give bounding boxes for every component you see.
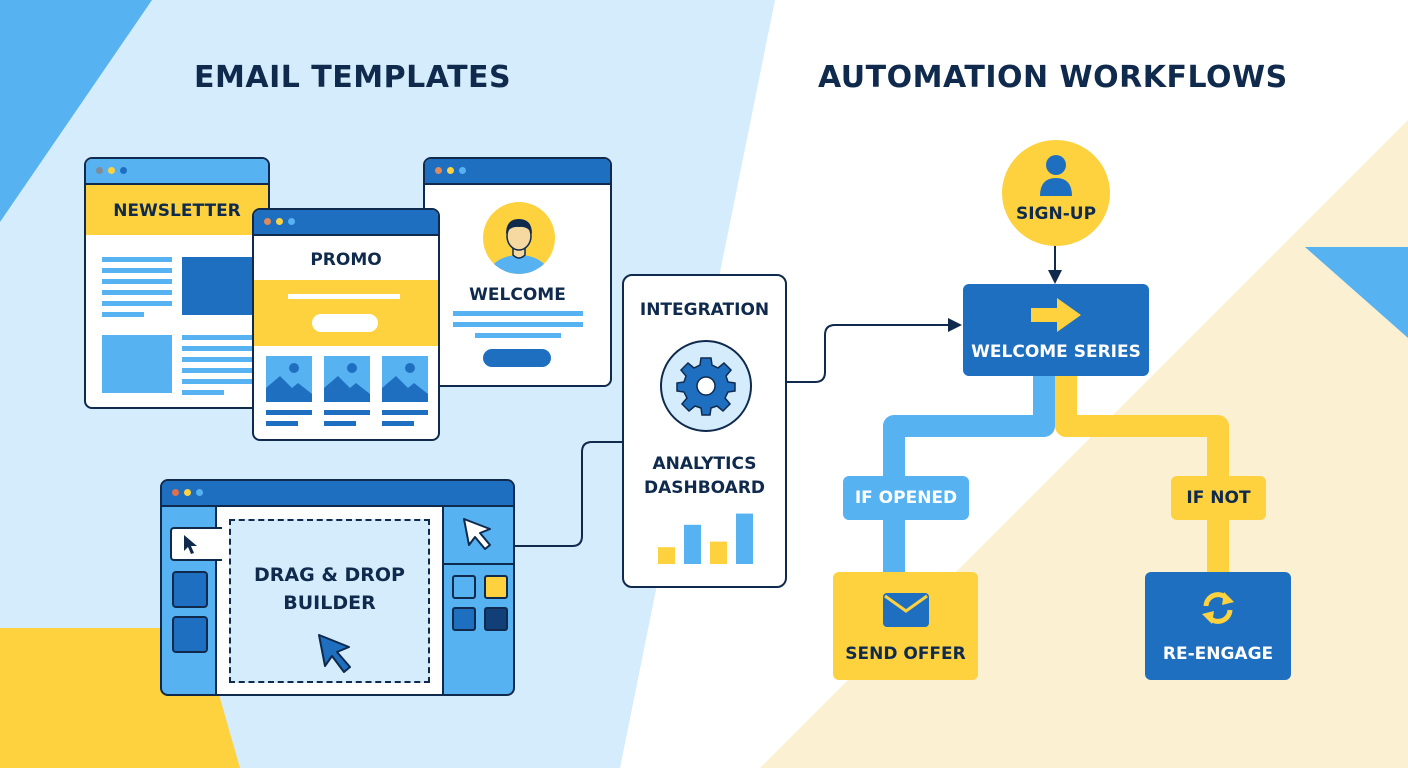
color-swatch-light-blue[interactable] — [452, 575, 476, 599]
welcome-series-node[interactable]: WELCOME SERIES — [963, 284, 1149, 376]
pointer-icon — [184, 535, 197, 554]
image-block — [182, 257, 262, 315]
if-opened-condition[interactable]: IF OPENED — [843, 476, 969, 520]
window-dot-icon — [276, 218, 283, 225]
text-line — [182, 379, 262, 384]
text-line — [102, 257, 172, 262]
promo-banner — [254, 280, 438, 346]
right-blue-triangle — [1305, 247, 1408, 338]
welcome-template-window[interactable]: WELCOME — [423, 157, 612, 387]
integration-label: INTEGRATION — [639, 300, 770, 320]
text-line — [182, 335, 262, 340]
image-placeholder-icon — [266, 356, 312, 426]
newsletter-label: NEWSLETTER — [113, 201, 241, 221]
builder-label-line2: BUILDER — [283, 592, 376, 614]
window-dot-icon — [459, 167, 466, 174]
automation-workflows-title: AUTOMATION WORKFLOWS — [818, 60, 1288, 95]
analytics-bar-chart-icon — [658, 513, 753, 564]
analytics-label-line2: DASHBOARD — [643, 478, 766, 498]
send-offer-label: SEND OFFER — [845, 644, 966, 664]
welcome-label: WELCOME — [469, 285, 566, 305]
drop-zone[interactable]: DRAG & DROP BUILDER — [229, 519, 430, 683]
re-engage-label: RE-ENGAGE — [1162, 644, 1274, 664]
text-line — [102, 279, 172, 284]
window-dot-icon — [288, 218, 295, 225]
envelope-icon — [883, 593, 929, 627]
drag-drop-builder-window[interactable]: DRAG & DROP BUILDER — [160, 479, 515, 696]
palette-block[interactable] — [172, 571, 208, 608]
text-line — [102, 290, 172, 295]
integration-analytics-card[interactable]: INTEGRATION ANALYTICS DASHBOARD — [622, 274, 787, 588]
cta-button-shape — [483, 349, 551, 367]
gear-icon — [660, 340, 752, 432]
arrowhead-down-icon — [1048, 270, 1062, 284]
text-line — [182, 390, 224, 395]
mini-chart-bar — [658, 547, 675, 564]
refresh-icon — [1202, 592, 1234, 624]
promo-label: PROMO — [310, 250, 382, 270]
welcome-series-label: WELCOME SERIES — [971, 342, 1141, 362]
mini-chart-bar — [684, 524, 701, 564]
window-titlebar — [162, 481, 513, 507]
user-icon — [1040, 155, 1072, 196]
builder-canvas[interactable]: DRAG & DROP BUILDER — [215, 507, 444, 694]
window-titlebar — [254, 210, 438, 236]
builder-label-line1: DRAG & DROP — [254, 564, 405, 586]
color-swatch-blue[interactable] — [452, 607, 476, 631]
banner-button-shape — [312, 314, 378, 332]
right-panel-header — [442, 507, 513, 565]
newsletter-template-window[interactable]: NEWSLETTER — [84, 157, 270, 409]
text-line — [102, 312, 144, 317]
signup-label: SIGN-UP — [1015, 204, 1097, 224]
newsletter-header — [86, 185, 268, 235]
text-line — [182, 357, 262, 362]
window-dot-icon — [264, 218, 271, 225]
arrow-right-icon — [1031, 298, 1081, 332]
window-titlebar — [86, 159, 268, 185]
window-dot-icon — [120, 167, 127, 174]
window-dot-icon — [172, 489, 179, 496]
corner-triangle-blue — [0, 0, 152, 222]
color-swatch-yellow[interactable] — [484, 575, 508, 599]
if-opened-label: IF OPENED — [854, 488, 958, 508]
palette-selected-tool[interactable] — [170, 527, 222, 561]
white-cursor-icon — [463, 518, 491, 550]
drag-cursor-icon — [318, 634, 351, 673]
image-block — [102, 335, 172, 393]
if-not-condition[interactable]: IF NOT — [1171, 476, 1266, 520]
text-line — [475, 333, 561, 338]
text-line — [453, 322, 583, 327]
image-placeholder-icon — [382, 356, 428, 426]
promo-template-window[interactable]: PROMO — [252, 208, 440, 441]
email-templates-title: EMAIL TEMPLATES — [194, 60, 512, 95]
arrowhead-icon — [948, 318, 962, 332]
window-dot-icon — [196, 489, 203, 496]
text-line — [102, 268, 172, 273]
window-dot-icon — [96, 167, 103, 174]
color-swatch-navy[interactable] — [484, 607, 508, 631]
if-not-label: IF NOT — [1186, 488, 1251, 508]
text-line — [182, 368, 262, 373]
window-dot-icon — [435, 167, 442, 174]
banner-text-line — [288, 294, 400, 299]
image-gallery — [266, 356, 428, 426]
hub-to-welcome-series-connector — [752, 324, 950, 383]
window-dot-icon — [108, 167, 115, 174]
palette-block[interactable] — [172, 616, 208, 653]
send-offer-node[interactable]: SEND OFFER — [833, 572, 978, 680]
window-dot-icon — [447, 167, 454, 174]
text-line — [182, 346, 262, 351]
user-avatar-icon — [483, 202, 555, 274]
mini-chart-bar — [736, 513, 753, 564]
window-dot-icon — [184, 489, 191, 496]
text-line — [453, 311, 583, 316]
builder-to-hub-connector — [514, 441, 622, 547]
analytics-label-line1: ANALYTICS — [652, 454, 757, 474]
mini-chart-bar — [710, 541, 727, 564]
image-placeholder-icon — [324, 356, 370, 426]
text-line — [102, 301, 172, 306]
signup-trigger-node[interactable]: SIGN-UP — [1002, 140, 1110, 246]
re-engage-node[interactable]: RE-ENGAGE — [1145, 572, 1291, 680]
window-titlebar — [425, 159, 610, 185]
